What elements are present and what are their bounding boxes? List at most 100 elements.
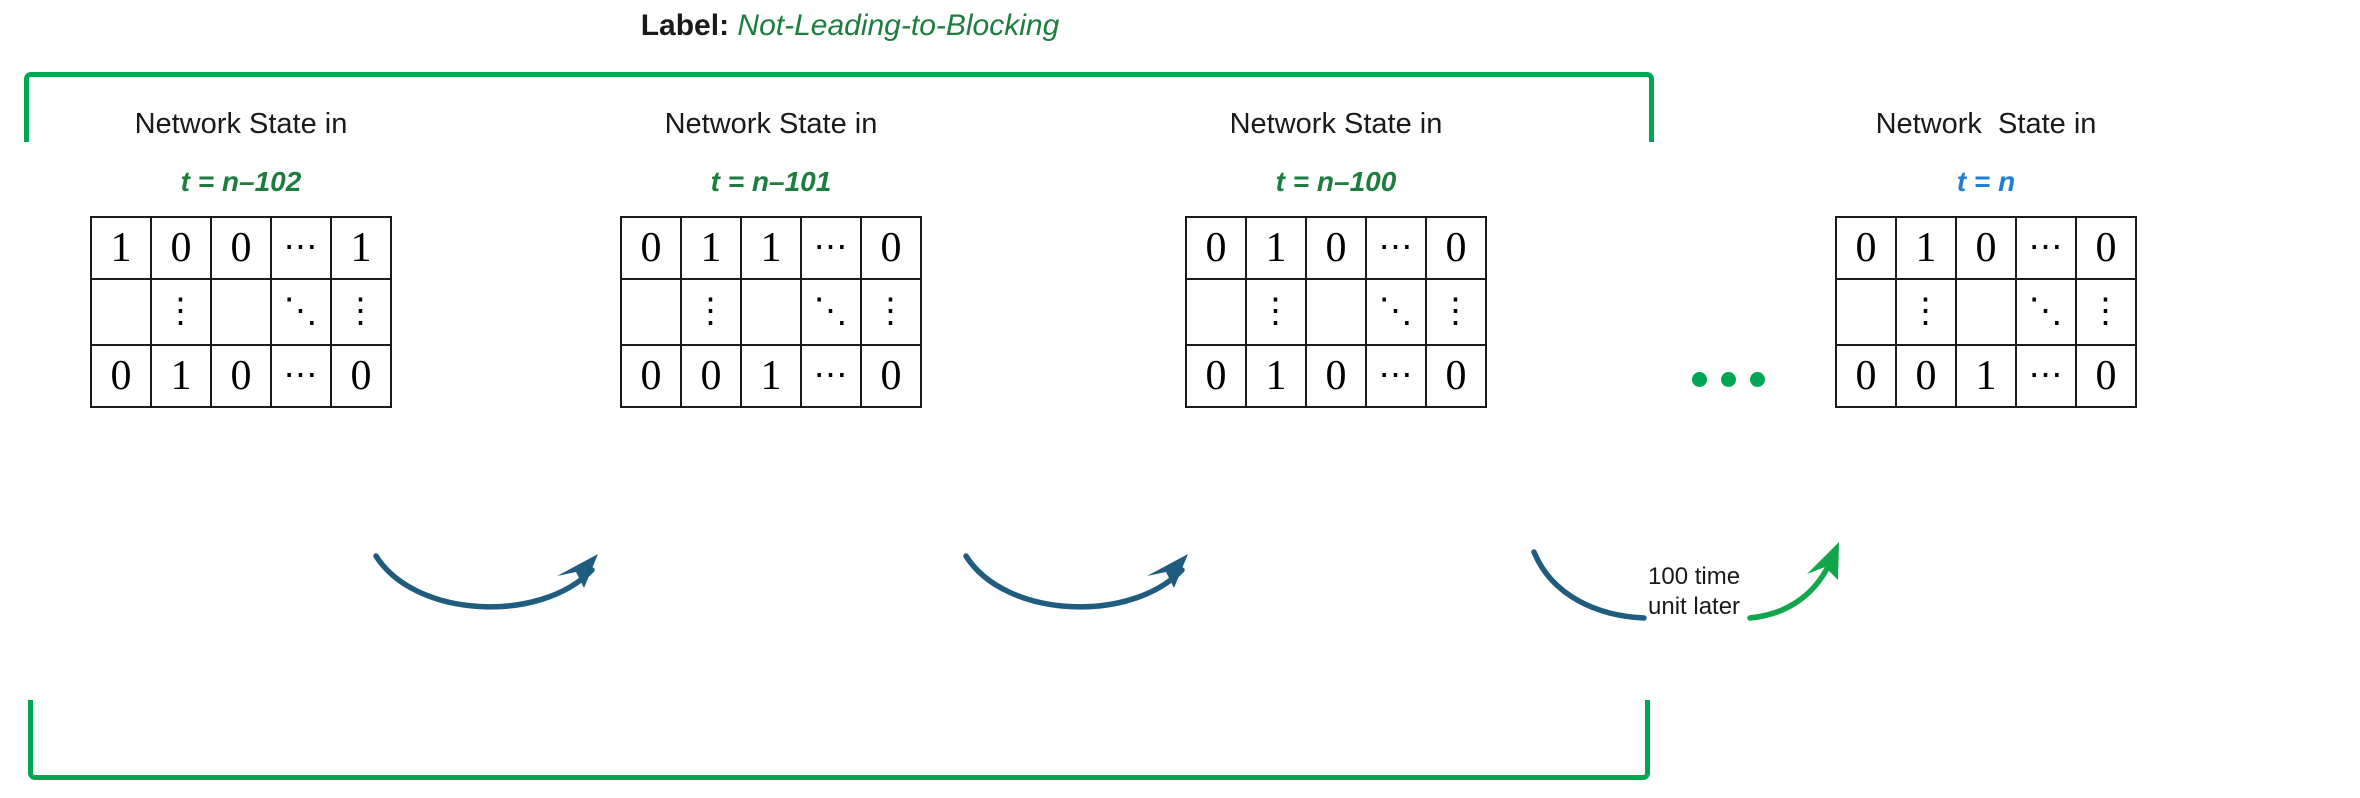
- time-later-caption-line1: 100 time: [1648, 563, 1741, 590]
- network-state-time-label: t = n: [1956, 166, 2016, 198]
- page-title: Label: Not-Leading-to-Blocking: [0, 8, 1700, 44]
- matrix-cell: [740, 278, 802, 347]
- matrix-cell: ⋮: [680, 278, 742, 347]
- matrix-cell: 1: [1245, 344, 1307, 409]
- matrix-cell: ⋮: [1425, 278, 1487, 347]
- matrix-cell: 0: [1425, 216, 1487, 281]
- matrix-cell: ⋮: [2075, 278, 2137, 347]
- matrix-cell: [90, 278, 152, 347]
- matrix-cell: ⋯: [1365, 216, 1427, 281]
- matrix-cell: [210, 278, 272, 347]
- matrix-cell: 0: [1835, 216, 1897, 281]
- matrix-cell: 1: [740, 344, 802, 409]
- matrix-cell: 0: [210, 216, 272, 281]
- matrix-cell: ⋯: [800, 216, 862, 281]
- matrix-cell: ⋮: [1245, 278, 1307, 347]
- matrix-cell: ⋯: [1365, 344, 1427, 409]
- matrix-row: ⋮⋱⋮: [620, 278, 922, 347]
- matrix-cell: ⋱: [800, 278, 862, 347]
- matrix-cell: 1: [680, 216, 742, 281]
- time-later-caption-line2: unit later: [1648, 593, 1741, 620]
- matrix-cell: ⋯: [2015, 344, 2077, 409]
- matrix-cell: [620, 278, 682, 347]
- network-state-title: Network State in: [1229, 108, 1443, 140]
- matrix-cell: 0: [150, 216, 212, 281]
- matrix-cell: ⋱: [2015, 278, 2077, 347]
- network-state-title: Network State in: [134, 108, 348, 140]
- transition-arrow-1-icon: [373, 553, 598, 610]
- matrix-cell: [1955, 278, 2017, 347]
- matrix-cell: 0: [860, 216, 922, 281]
- time-later-caption: 100 time unit later: [1648, 562, 1808, 622]
- matrix-cell: ⋮: [1895, 278, 1957, 347]
- matrix-cell: 1: [150, 344, 212, 409]
- matrix-cell: 1: [90, 216, 152, 281]
- title-label: Label:: [640, 9, 730, 42]
- matrix-cell: 0: [210, 344, 272, 409]
- network-state-time-label: t = n–100: [1275, 166, 1397, 198]
- matrix-cell: 0: [2075, 344, 2137, 409]
- network-state-time-label: t = n–101: [710, 166, 832, 198]
- matrix-cell: ⋯: [2015, 216, 2077, 281]
- matrix-cell: ⋮: [150, 278, 212, 347]
- matrix-cell: 1: [740, 216, 802, 281]
- matrix-cell: 0: [2075, 216, 2137, 281]
- matrix-cell: ⋮: [330, 278, 392, 347]
- matrix-cell: 0: [860, 344, 922, 409]
- matrix-cell: 0: [90, 344, 152, 409]
- matrix-cell: [1185, 278, 1247, 347]
- matrix-cell: 0: [1185, 216, 1247, 281]
- matrix-cell: 0: [1305, 216, 1367, 281]
- matrix-cell: ⋯: [800, 344, 862, 409]
- matrix-cell: 0: [620, 216, 682, 281]
- matrix-cell: [1835, 278, 1897, 347]
- matrix-row: ⋮⋱⋮: [1185, 278, 1487, 347]
- matrix-cell: 0: [680, 344, 742, 409]
- matrix-cell: 1: [1955, 344, 2017, 409]
- matrix-cell: ⋱: [270, 278, 332, 347]
- transition-arrow-100-later-icon: [1531, 542, 1839, 621]
- matrix-cell: 0: [330, 344, 392, 409]
- matrix-cell: 0: [1955, 216, 2017, 281]
- network-state-title: Network State in: [664, 108, 878, 140]
- matrix-row: ⋮⋱⋮: [90, 278, 392, 347]
- network-state-title: Network State in: [1875, 108, 2097, 140]
- network-state-time-label: t = n–102: [180, 166, 302, 198]
- matrix-cell: 0: [1425, 344, 1487, 409]
- matrix-cell: 0: [1895, 344, 1957, 409]
- transition-arrow-2-icon: [963, 553, 1188, 610]
- matrix-row: ⋮⋱⋮: [1835, 278, 2137, 347]
- matrix-cell: 0: [1185, 344, 1247, 409]
- title-value: Not-Leading-to-Blocking: [737, 9, 1060, 42]
- matrix-cell: 1: [1245, 216, 1307, 281]
- matrix-cell: ⋯: [270, 344, 332, 409]
- matrix-cell: [1305, 278, 1367, 347]
- matrix-cell: 1: [330, 216, 392, 281]
- green-bracket-top: [24, 72, 1654, 142]
- matrix-cell: 0: [620, 344, 682, 409]
- matrix-cell: ⋮: [860, 278, 922, 347]
- sequence-ellipsis-icon: [1692, 372, 1765, 387]
- matrix-cell: ⋱: [1365, 278, 1427, 347]
- matrix-cell: 1: [1895, 216, 1957, 281]
- matrix-cell: ⋯: [270, 216, 332, 281]
- green-bracket-bottom: [28, 700, 1650, 780]
- matrix-cell: 0: [1835, 344, 1897, 409]
- matrix-cell: 0: [1305, 344, 1367, 409]
